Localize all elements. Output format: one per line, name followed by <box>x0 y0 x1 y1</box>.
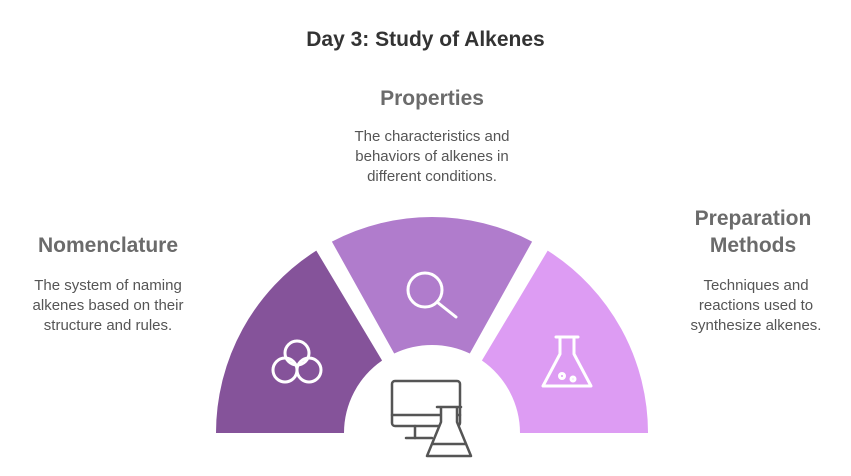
computer-flask-icon <box>390 379 473 458</box>
segment-description-preparation-methods: Techniques and reactions used to synthes… <box>656 276 851 336</box>
heading-line: Methods <box>709 234 797 257</box>
description-line: alkenes based on their <box>32 297 184 314</box>
segment-heading-properties: Properties <box>282 85 582 112</box>
description-line: behaviors of alkenes in <box>355 148 509 165</box>
description-line: synthesize alkenes. <box>690 317 822 334</box>
magnifying-glass-icon <box>406 271 458 319</box>
segment-heading-nomenclature: Nomenclature <box>8 232 208 259</box>
segment-description-properties: The characteristics and behaviors of alk… <box>282 127 582 187</box>
description-line: reactions used to <box>698 297 814 314</box>
page-title: Day 3: Study of Alkenes <box>306 28 545 51</box>
description-line: Techniques and <box>703 277 809 294</box>
heading-line: Nomenclature <box>37 234 179 257</box>
segment-description-nomenclature: The system of naming alkenes based on th… <box>8 276 208 336</box>
flask-icon <box>541 335 593 388</box>
heading-line: Properties <box>380 87 484 110</box>
segment-heading-preparation-methods: Preparation Methods <box>653 205 851 259</box>
description-line: The system of naming <box>34 277 182 294</box>
description-line: different conditions. <box>367 168 497 185</box>
description-line: structure and rules. <box>43 317 173 334</box>
segment-properties <box>331 217 533 354</box>
segment-preparation-methods <box>481 250 648 433</box>
heading-line: Preparation <box>694 207 812 230</box>
description-line: The characteristics and <box>354 128 510 145</box>
three-circles-icon <box>271 339 323 384</box>
